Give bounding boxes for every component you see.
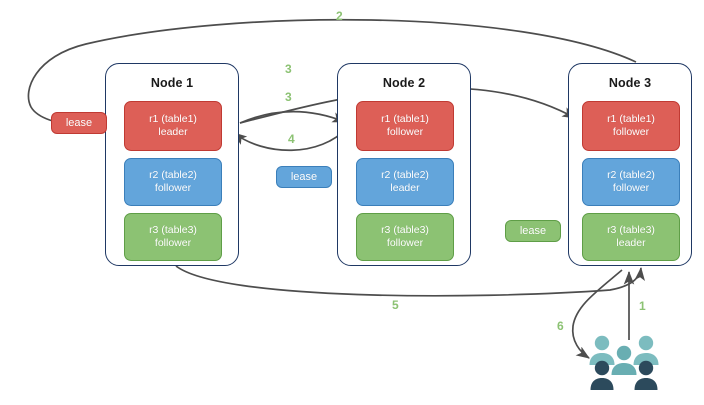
edge-5-path [175, 265, 645, 297]
node-3-title: Node 3 [608, 76, 652, 90]
node-2-replica-r3-line1: r3 (table3) [381, 224, 429, 236]
node-3-replica-r3-line2: leader [616, 237, 646, 249]
node-1-replica-r3[interactable]: r3 (table3) follower [124, 213, 222, 261]
node-1-replica-r1-line1: r1 (table1) [149, 113, 197, 125]
lease-badge-r3[interactable]: lease [505, 220, 561, 242]
edge-label-3b: 3 [285, 90, 292, 104]
node-2-replica-r2[interactable]: r2 (table2) leader [356, 158, 454, 206]
node-2-title: Node 2 [382, 76, 426, 90]
node-1-replica-r2-line2: follower [154, 182, 192, 194]
lease-badge-r1[interactable]: lease [51, 112, 107, 134]
node-3-replica-r2-line1: r2 (table2) [607, 169, 655, 181]
node-3-replica-r2-line2: follower [612, 182, 650, 194]
edge-label-1: 1 [639, 299, 646, 313]
edge-label-2: 2 [336, 9, 343, 23]
node-3-container[interactable]: Node 3 r1 (table1) follower r2 (table2) … [568, 63, 692, 266]
edge-3-short-path [239, 110, 346, 124]
node-2-replica-r3-line2: follower [386, 237, 424, 249]
people-group-icon [589, 335, 659, 390]
node-3-replica-r3[interactable]: r3 (table3) leader [582, 213, 680, 261]
edge-label-6: 6 [557, 319, 564, 333]
node-1-replica-r2-line1: r2 (table2) [149, 169, 197, 181]
node-2-replica-r2-line1: r2 (table2) [381, 169, 429, 181]
node-1-replica-r1[interactable]: r1 (table1) leader [124, 101, 222, 151]
node-1-container[interactable]: Node 1 r1 (table1) leader r2 (table2) fo… [105, 63, 239, 266]
edge-label-4: 4 [288, 132, 295, 146]
edge-label-3a: 3 [285, 62, 292, 76]
node-2-replica-r1[interactable]: r1 (table1) follower [356, 101, 454, 151]
node-3-replica-r1[interactable]: r1 (table1) follower [582, 101, 680, 151]
node-3-replica-r2[interactable]: r2 (table2) follower [582, 158, 680, 206]
node-1-replica-r2[interactable]: r2 (table2) follower [124, 158, 222, 206]
node-1-replica-r3-line2: follower [154, 237, 192, 249]
node-2-replica-r3[interactable]: r3 (table3) follower [356, 213, 454, 261]
node-3-replica-r1-line2: follower [612, 126, 650, 138]
node-1-replica-r3-line1: r3 (table3) [149, 224, 197, 236]
node-2-replica-r2-line2: leader [390, 182, 420, 194]
node-2-replica-r1-line2: follower [386, 126, 424, 138]
node-1-replica-r1-line2: leader [158, 126, 188, 138]
node-1-title: Node 1 [150, 76, 194, 90]
node-3-replica-r3-line1: r3 (table3) [607, 224, 655, 236]
lease-badge-r2[interactable]: lease [276, 166, 332, 188]
node-2-container[interactable]: Node 2 r1 (table1) follower r2 (table2) … [337, 63, 471, 266]
edge-label-5: 5 [392, 298, 399, 312]
node-2-replica-r1-line1: r1 (table1) [381, 113, 429, 125]
node-3-replica-r1-line1: r1 (table1) [607, 113, 655, 125]
